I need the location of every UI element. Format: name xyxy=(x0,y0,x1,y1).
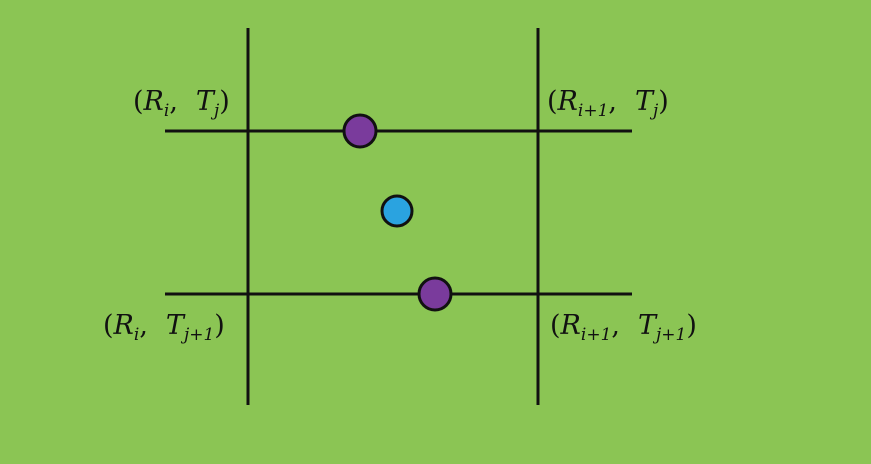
label-r: R xyxy=(560,310,581,341)
label-r: R xyxy=(113,310,134,341)
label-paren: ( xyxy=(547,86,558,117)
label-t-subscript: j+1 xyxy=(183,325,215,345)
label-r: R xyxy=(557,86,578,117)
label-paren: ( xyxy=(550,310,561,341)
corner-label-top-right: (Ri+1, Tj) xyxy=(547,86,669,120)
label-r-subscript: i xyxy=(133,325,140,345)
label-paren: ( xyxy=(133,86,144,117)
label-r-subscript: i xyxy=(163,101,170,121)
label-r-subscript: i+1 xyxy=(577,101,609,121)
label-paren: ) xyxy=(686,310,697,341)
label-comma: , xyxy=(139,310,148,341)
label-t: T xyxy=(195,86,214,117)
bottom-interpolated-point xyxy=(417,276,453,312)
label-t-subscript: j xyxy=(653,101,659,121)
corner-label-bottom-right: (Ri+1, Tj+1) xyxy=(550,310,697,344)
top-interpolated-point xyxy=(342,113,378,149)
label-t-subscript: j xyxy=(213,101,220,121)
label-paren: ) xyxy=(214,310,225,341)
label-paren: ) xyxy=(658,86,669,117)
label-t: T xyxy=(637,310,656,341)
label-r: R xyxy=(143,86,164,117)
label-comma: , xyxy=(608,86,617,117)
label-t-subscript: j+1 xyxy=(656,325,687,345)
label-comma: , xyxy=(611,310,620,341)
label-t: T xyxy=(634,86,653,117)
label-t: T xyxy=(165,310,184,341)
center-target-point xyxy=(380,194,414,228)
corner-label-top-left: (Ri, Tj) xyxy=(133,86,230,120)
label-paren: ( xyxy=(103,310,114,341)
label-comma: , xyxy=(169,86,178,117)
corner-label-bottom-left: (Ri, Tj+1) xyxy=(103,310,225,344)
label-paren: ) xyxy=(219,86,230,117)
label-r-subscript: i+1 xyxy=(580,325,612,345)
